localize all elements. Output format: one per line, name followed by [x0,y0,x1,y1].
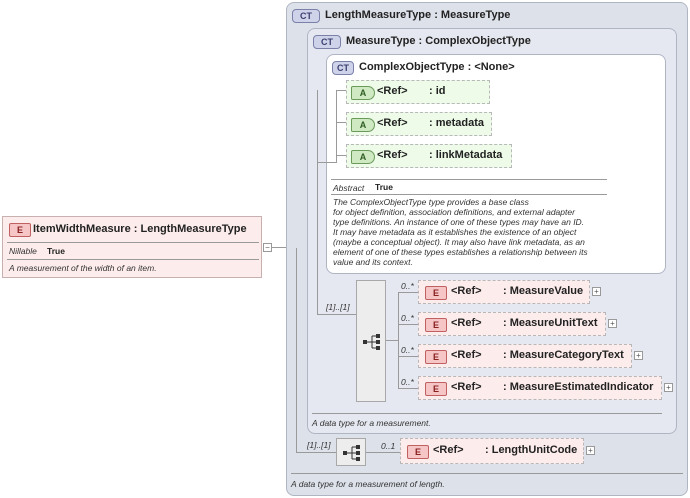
element-name: : MeasureCategoryText [503,349,624,361]
description-line: type definitions. An instance of one of … [333,217,585,227]
attribute-badge: A [351,86,375,100]
element-cardinality: 0..* [401,281,414,291]
nillable-label: Nillable [9,246,37,256]
length-measure-type-description: A data type for a measurement of length. [291,479,445,489]
sequence-icon [363,334,380,350]
expand-toggle[interactable]: + [634,351,643,360]
complex-object-type-description: The ComplexObjectType type provides a ba… [333,197,623,267]
element-badge: E [425,286,447,300]
abstract-label: Abstract [333,183,365,193]
element-badge: E [407,445,429,459]
expand-toggle[interactable]: + [608,319,617,328]
attribute-link-metadata[interactable]: A <Ref> : linkMetadata [346,144,512,168]
attribute-name: : id [429,85,446,97]
element-cardinality: 0..* [401,313,414,323]
element-measure-estimated-indicator[interactable]: E <Ref> : MeasureEstimatedIndicator [418,376,662,400]
element-cardinality: 0..1 [381,441,396,451]
root-description: A measurement of the width of an item. [9,263,157,273]
element-measure-category-text[interactable]: E <Ref> : MeasureCategoryText [418,344,632,368]
element-ref: <Ref> [451,317,482,329]
attribute-id[interactable]: A <Ref> : id [346,80,490,104]
length-sequence-compositor[interactable] [336,438,366,466]
description-line: for object definition, association defin… [333,207,575,217]
element-name: : MeasureUnitText [503,317,598,329]
element-name: : LengthUnitCode [485,444,578,456]
root-element-box[interactable]: E ItemWidthMeasure : LengthMeasureType N… [2,216,262,278]
description-line: (maybe a conceptual object). It may also… [333,237,585,247]
element-name: : MeasureEstimatedIndicator [503,381,654,393]
complex-type-badge: CT [313,35,341,49]
collapse-toggle[interactable]: − [263,243,272,252]
measure-type-description: A data type for a measurement. [312,418,431,428]
root-element-title: ItemWidthMeasure : LengthMeasureType [33,223,247,235]
complex-type-badge: CT [332,61,354,75]
nillable-value: True [47,246,65,256]
attribute-name: : metadata [429,117,485,129]
description-line: The ComplexObjectType type provides a ba… [333,197,529,207]
element-measure-value[interactable]: E <Ref> : MeasureValue [418,280,590,304]
element-ref: <Ref> [451,349,482,361]
description-line: It may have metadata as it establishes t… [333,227,577,237]
element-name: : MeasureValue [503,285,584,297]
complex-type-badge: CT [292,9,320,23]
length-measure-type-title: LengthMeasureType : MeasureType [325,9,511,21]
attribute-badge: A [351,150,375,164]
element-badge: E [425,382,447,396]
element-badge: E [425,318,447,332]
expand-toggle[interactable]: + [664,383,673,392]
description-line: value and its context. [333,257,413,267]
root-element-name: ItemWidthMeasure [33,223,131,235]
expand-toggle[interactable]: + [592,287,601,296]
sequence-cardinality: [1]..[1] [326,302,350,312]
element-ref: <Ref> [433,444,464,456]
element-cardinality: 0..* [401,377,414,387]
element-length-unit-code[interactable]: E <Ref> : LengthUnitCode [400,438,584,464]
element-badge: E [9,223,31,237]
measure-type-title: MeasureType : ComplexObjectType [346,35,531,47]
element-cardinality: 0..* [401,345,414,355]
length-sequence-cardinality: [1]..[1] [307,440,331,450]
abstract-value: True [375,182,393,192]
attribute-ref: <Ref> [377,149,408,161]
attribute-metadata[interactable]: A <Ref> : metadata [346,112,492,136]
description-line: element of one of these types establishe… [333,247,588,257]
element-measure-unit-text[interactable]: E <Ref> : MeasureUnitText [418,312,606,336]
sequence-compositor[interactable] [356,280,386,402]
complex-object-type-title: ComplexObjectType : <None> [359,61,515,73]
root-element-type: : LengthMeasureType [133,223,247,235]
element-ref: <Ref> [451,285,482,297]
attribute-name: : linkMetadata [429,149,503,161]
attribute-badge: A [351,118,375,132]
sequence-icon [343,445,360,461]
attribute-ref: <Ref> [377,117,408,129]
attribute-ref: <Ref> [377,85,408,97]
element-ref: <Ref> [451,381,482,393]
expand-toggle[interactable]: + [586,446,595,455]
element-badge: E [425,350,447,364]
